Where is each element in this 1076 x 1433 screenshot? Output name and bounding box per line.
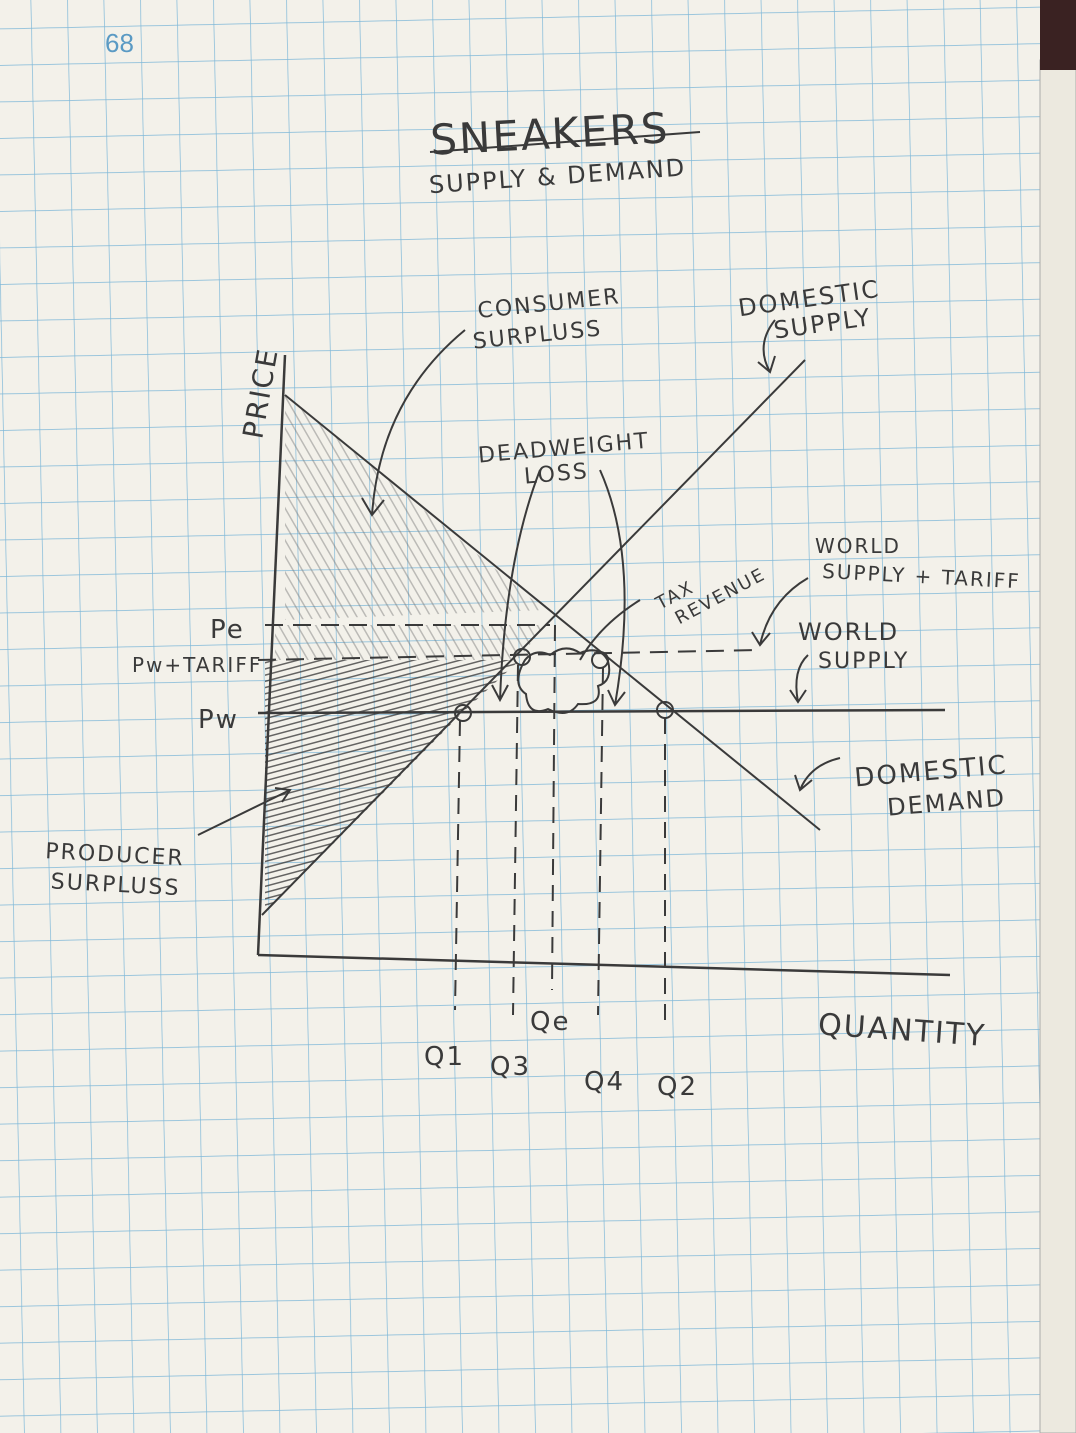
world-supply-arrow	[789, 654, 809, 704]
q2-label: Q2	[657, 1072, 698, 1102]
graph-grid	[0, 0, 1040, 1433]
world-supply-line	[257, 708, 946, 715]
q4-guide	[597, 667, 604, 1016]
domestic-demand-line	[284, 394, 821, 831]
consumer-surplus-lower	[275, 625, 545, 660]
qe-guide	[551, 624, 556, 991]
qe-label: Qe	[530, 1007, 570, 1037]
q3-point	[513, 648, 531, 666]
producer-surplus-area	[265, 660, 520, 913]
q1-label: Q1	[424, 1042, 465, 1072]
consumer-surplus-area	[285, 395, 545, 620]
tax-revenue-area	[517, 647, 611, 714]
q3-label: Q3	[490, 1052, 531, 1082]
consumer-surplus-arrow	[361, 329, 466, 517]
x-axis	[257, 953, 951, 977]
q4-point	[591, 651, 609, 669]
domestic-demand-arrow	[794, 757, 841, 792]
world-supply-tariff-label-1: WORLD	[815, 534, 901, 558]
next-page-edge	[1039, 59, 1076, 1433]
deadweight-loss-arrow-right	[599, 469, 626, 707]
producer-surplus-arrow	[197, 787, 292, 836]
q1-point	[454, 704, 472, 722]
q4-label: Q4	[584, 1067, 625, 1097]
dark-corner	[1040, 0, 1076, 70]
q1-guide	[454, 719, 461, 1011]
domestic-supply-line	[261, 359, 806, 916]
title-underline	[429, 131, 701, 153]
world-supply-label-2: SUPPLY	[818, 649, 909, 674]
tax-revenue-arrow	[579, 599, 641, 661]
q3-guide	[512, 664, 519, 1016]
world-supply-tariff-arrow	[751, 577, 809, 647]
pe-label: Pe	[210, 615, 245, 645]
world-supply-label-1: WORLD	[798, 618, 899, 646]
deadweight-loss-arrow-left	[491, 469, 541, 703]
page-number: 68	[105, 28, 134, 58]
pw-tariff-label: Pw+TARIFF	[132, 653, 262, 677]
domestic-supply-arrow	[757, 319, 776, 374]
pw-label: Pw	[198, 705, 239, 735]
y-axis	[256, 354, 287, 956]
